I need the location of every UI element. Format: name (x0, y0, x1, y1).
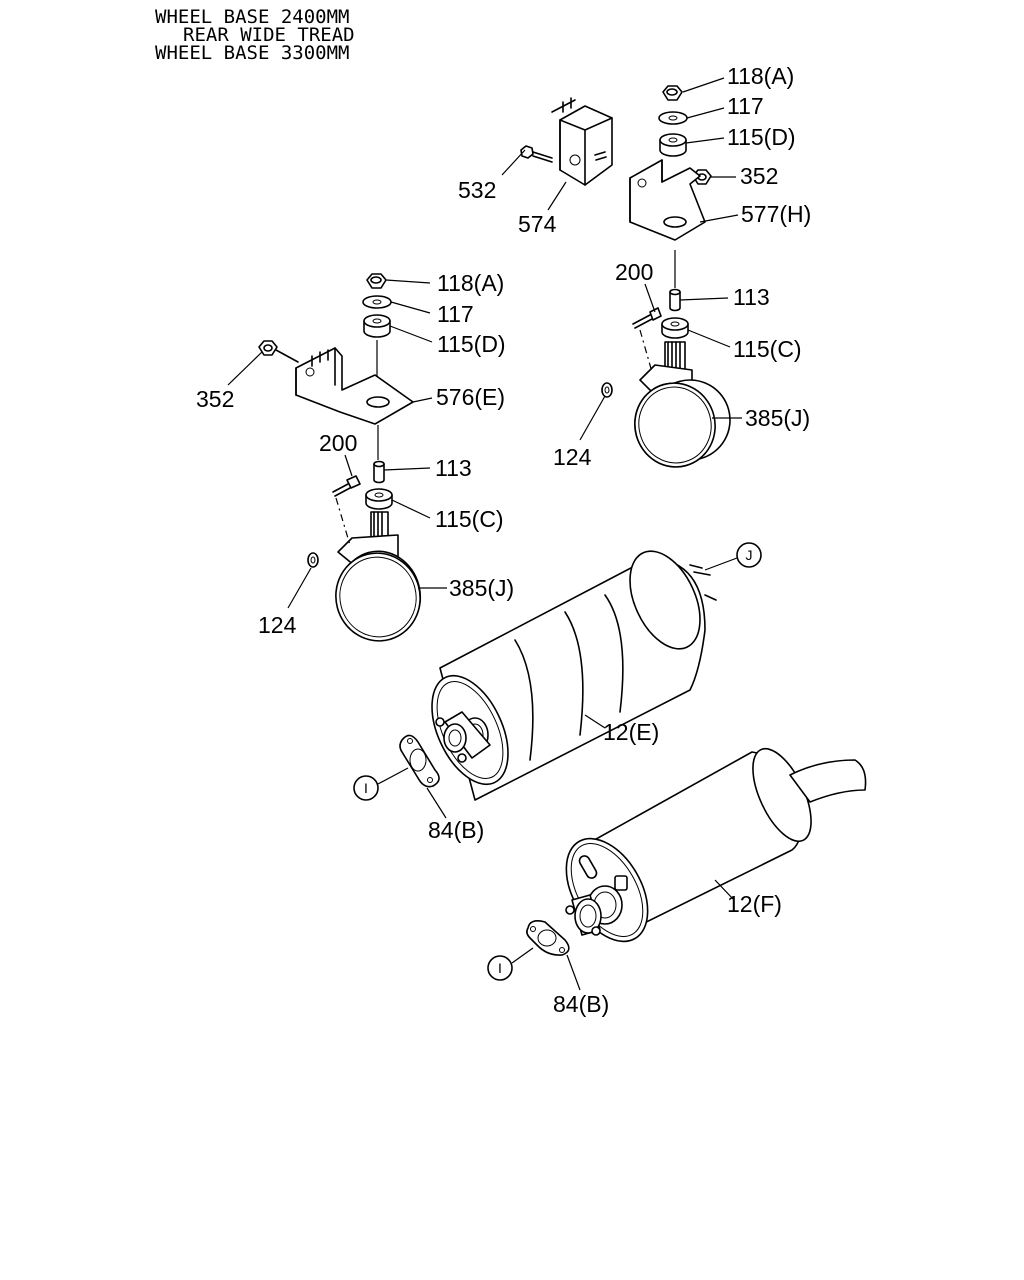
bolt-path-left (335, 497, 351, 546)
cushion-115d-left (363, 314, 391, 338)
callout-385j-left: 385(J) (449, 575, 514, 601)
cushion-115c-right (661, 317, 689, 339)
pin-113-left (373, 460, 385, 484)
right-hanger-assembly (520, 85, 731, 468)
cushion-115d-right (659, 133, 687, 157)
muffler-12f (565, 747, 867, 943)
reference-marker-i-lower: I (487, 947, 534, 981)
gasket-84b-upper (399, 734, 440, 788)
nut-352-right (692, 169, 712, 185)
callout-113-right: 113 (733, 284, 770, 310)
callout-118a-right: 118(A) (727, 63, 794, 89)
callout-117-left: 117 (437, 301, 474, 327)
reference-marker-i-upper-label: I (364, 780, 368, 796)
bracket-574 (551, 97, 613, 186)
callout-113-left: 113 (435, 455, 472, 481)
callout-12f: 12(F) (727, 891, 782, 917)
callout-576e: 576(E) (436, 384, 505, 410)
washer-124-right (601, 382, 613, 398)
reference-marker-i-upper: I (353, 767, 409, 801)
cushion-115c-left (365, 488, 393, 510)
callout-574: 574 (518, 211, 557, 237)
pin-113-right (669, 288, 681, 312)
callout-117-right: 117 (727, 93, 764, 119)
diagram-header: WHEEL BASE 2400MM REAR WIDE TREAD WHEEL … (155, 6, 355, 64)
callout-84b-upper: 84(B) (428, 817, 484, 843)
stud-352-left (275, 349, 299, 363)
callout-115d-right: 115(D) (727, 124, 796, 150)
callout-532: 532 (458, 177, 496, 203)
gasket-84b-lower (526, 920, 570, 956)
reference-marker-j-label: J (746, 547, 753, 563)
callout-124-right: 124 (553, 444, 592, 470)
washer-117-left (362, 295, 392, 309)
callout-labels: 118(A) 117 115(D) 352 532 574 577(H) 200… (196, 63, 811, 1017)
muffler-12e (431, 550, 717, 801)
bracket-577h (629, 159, 706, 241)
washer-124-left (307, 552, 319, 568)
band-clamp-385j-left (335, 511, 422, 642)
nut-118-left (366, 273, 387, 289)
reference-marker-j: J (704, 542, 762, 571)
callout-385j-right: 385(J) (745, 405, 810, 431)
callout-200-left: 200 (319, 430, 357, 456)
bolt-path-right (639, 329, 653, 373)
leader-lines (227, 77, 742, 991)
callout-352-left: 352 (196, 386, 234, 412)
header-line-2: REAR WIDE TREAD (183, 24, 355, 46)
reference-marker-i-lower-label: I (498, 960, 502, 976)
bolt-200-right (632, 307, 662, 329)
header-line-3: WHEEL BASE 3300MM (155, 42, 349, 64)
washer-117-right (658, 111, 688, 125)
callout-124-left: 124 (258, 612, 297, 638)
callout-12e: 12(E) (603, 719, 659, 745)
bolt-532 (520, 145, 553, 163)
callout-200-right: 200 (615, 259, 653, 285)
callout-84b-lower: 84(B) (553, 991, 609, 1017)
left-hanger-assembly (258, 273, 422, 642)
callout-115d-left: 115(D) (437, 331, 506, 357)
bracket-576e (295, 347, 414, 425)
callout-352-right: 352 (740, 163, 778, 189)
callout-577h: 577(H) (741, 201, 811, 227)
header-line-1: WHEEL BASE 2400MM (155, 6, 349, 28)
band-clamp-385j-right (634, 341, 731, 468)
callout-115c-left: 115(C) (435, 506, 504, 532)
callout-118a-left: 118(A) (437, 270, 504, 296)
bolt-200-left (332, 475, 361, 497)
nut-352-left (258, 340, 278, 356)
nut-118-right (662, 85, 683, 101)
callout-115c-right: 115(C) (733, 336, 802, 362)
